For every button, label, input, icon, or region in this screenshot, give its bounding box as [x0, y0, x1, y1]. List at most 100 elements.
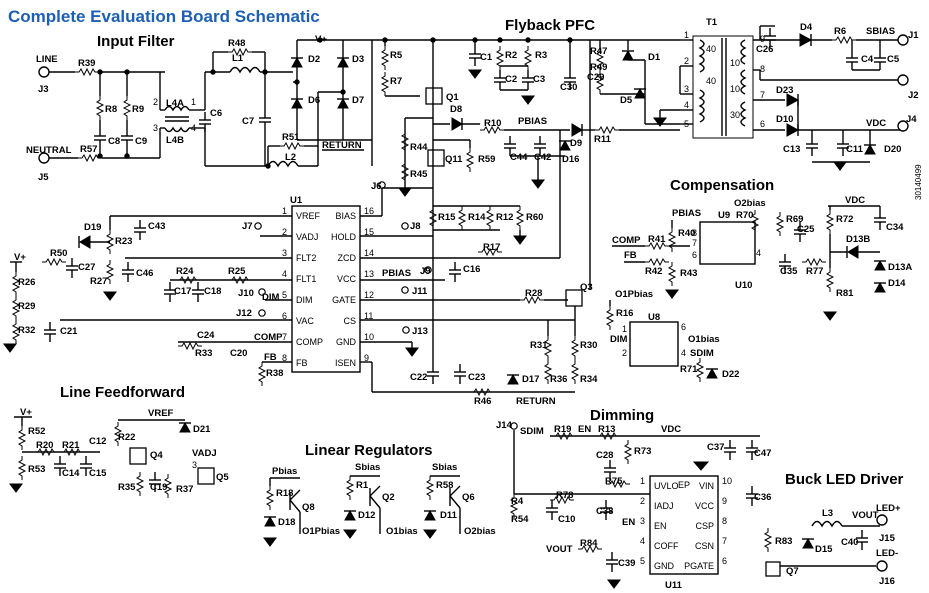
vdc-comp-label: VDC	[845, 195, 865, 206]
j5-label: J5	[38, 172, 49, 183]
u1-pin-number: 12	[364, 290, 374, 300]
svg-text:1: 1	[622, 324, 627, 334]
u11-pin-name: PGATE	[684, 561, 714, 571]
svg-text:D9: D9	[570, 138, 582, 149]
u11-pin-number: 8	[722, 516, 727, 526]
svg-text:R24: R24	[176, 266, 194, 277]
svg-text:R53: R53	[28, 464, 45, 475]
svg-text:R29: R29	[18, 301, 35, 312]
u1-pin-name: GND	[336, 337, 357, 347]
fb-comp-label: FB	[624, 250, 637, 261]
svg-text:9: 9	[760, 34, 765, 44]
svg-text:Q5: Q5	[216, 472, 229, 483]
svg-text:R52: R52	[28, 426, 45, 437]
section-compensation: Compensation	[670, 177, 774, 194]
svg-text:R71: R71	[680, 364, 698, 375]
svg-text:R5: R5	[390, 50, 403, 61]
svg-text:R81: R81	[836, 288, 854, 299]
svg-text:D19: D19	[84, 222, 101, 233]
svg-text:D23: D23	[776, 85, 793, 96]
svg-text:R43: R43	[680, 268, 697, 279]
u1-pin-name: FLT2	[296, 253, 316, 263]
svg-text:D16: D16	[562, 154, 579, 165]
section-buck-led-driver: Buck LED Driver	[785, 471, 904, 488]
sdim-dim-label: SDIM	[520, 426, 544, 437]
svg-text:R28: R28	[525, 288, 542, 299]
svg-text:2: 2	[153, 97, 158, 107]
svg-text:C21: C21	[60, 326, 78, 337]
u11-pin-name: CSP	[695, 521, 714, 531]
svg-text:C15: C15	[89, 468, 107, 479]
svg-text:R25: R25	[228, 266, 246, 277]
u11-pin-name: COFF	[654, 541, 679, 551]
svg-text:D18: D18	[278, 517, 295, 528]
input-filter-block: LINE J3 R39 R8 R9 C8 C9 L4A L4B 23 14 C6…	[26, 38, 319, 183]
u1-pin-name: HOLD	[331, 232, 357, 242]
neutral-label: NEUTRAL	[26, 145, 72, 156]
svg-text:J10: J10	[238, 288, 254, 299]
u1-ref: U1	[290, 195, 303, 206]
svg-text:C24: C24	[197, 330, 215, 341]
svg-text:C12: C12	[89, 436, 106, 447]
u11-pin-name: UVLO	[654, 481, 679, 491]
svg-text:Q6: Q6	[462, 492, 475, 503]
svg-text:U10: U10	[735, 280, 752, 291]
u1-pin-name: COMP	[296, 337, 323, 347]
u1-pin-name: FLT1	[296, 274, 316, 284]
svg-text:3: 3	[684, 84, 689, 94]
svg-text:C26: C26	[756, 44, 773, 55]
page-title: Complete Evaluation Board Schematic	[8, 7, 320, 26]
pbias-comp-label: PBIAS	[672, 208, 701, 219]
svg-text:R57: R57	[80, 144, 97, 155]
compensation-block: PBIAS R40 COMP R41 FB R42 R43 U9 876 4 O…	[612, 195, 912, 321]
u11-ep: EP	[678, 480, 690, 490]
svg-text:4: 4	[756, 248, 761, 258]
pbias-reg-label: Pbias	[272, 466, 297, 477]
svg-text:L3: L3	[822, 508, 833, 519]
svg-text:D14: D14	[888, 278, 906, 289]
svg-text:R77: R77	[806, 266, 823, 277]
section-dimming: Dimming	[590, 407, 654, 424]
svg-text:R30: R30	[580, 340, 597, 351]
bridge-rectifier-block: V+ D2 D3 D6 D7 RETURN	[290, 34, 680, 166]
j16-jack-icon	[876, 560, 888, 572]
svg-text:C37: C37	[707, 442, 724, 453]
svg-text:D15: D15	[815, 544, 833, 555]
u11-pin-number: 6	[722, 556, 727, 566]
vdc-out-label: VDC	[866, 118, 886, 129]
svg-text:C5: C5	[887, 54, 900, 65]
o1pbias-reg-label: O1Pbias	[302, 526, 340, 537]
svg-text:3: 3	[153, 123, 158, 133]
u1-body	[291, 205, 361, 373]
t1-turns-4: 10	[730, 84, 740, 94]
svg-text:L1: L1	[232, 53, 244, 64]
u11-pin-number: 4	[640, 536, 645, 546]
t1-turns-1: 40	[706, 44, 716, 54]
svg-text:R84: R84	[580, 538, 598, 549]
vout-dim-label: VOUT	[546, 544, 573, 555]
u11-pin-name: CSN	[695, 541, 714, 551]
svg-text:1: 1	[684, 30, 689, 40]
svg-text:4: 4	[681, 348, 686, 358]
u1-pin-number: 1	[282, 206, 287, 216]
u1-pin-number: 8	[282, 353, 287, 363]
svg-text:D2: D2	[308, 54, 320, 65]
u1-pin-number: 3	[282, 248, 287, 258]
ledm-label: LED-	[876, 548, 898, 559]
j2-jack-icon	[897, 74, 909, 86]
svg-text:R47: R47	[590, 46, 607, 57]
svg-text:C44: C44	[510, 152, 528, 163]
svg-text:C36: C36	[754, 492, 771, 503]
svg-text:C46: C46	[136, 268, 153, 279]
svg-text:C27: C27	[78, 262, 95, 273]
svg-text:D21: D21	[193, 424, 211, 435]
svg-text:Q8: Q8	[302, 502, 315, 513]
svg-text:R10: R10	[484, 118, 501, 129]
u1-pin-number: 7	[282, 332, 287, 342]
svg-text:R73: R73	[634, 446, 651, 457]
svg-text:R83: R83	[775, 536, 792, 547]
u1-pin-name: FB	[296, 358, 308, 368]
vplus-div-label: V+	[14, 252, 26, 263]
vout-buck-label: VOUT	[852, 510, 879, 521]
svg-text:C7: C7	[242, 116, 254, 127]
